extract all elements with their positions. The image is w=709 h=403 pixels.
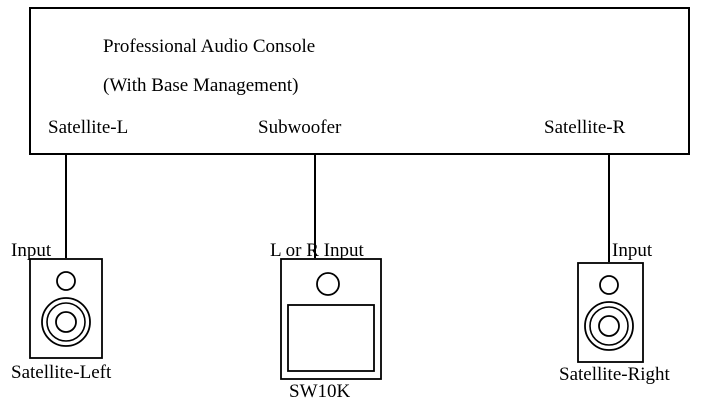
console-title: Professional Audio Console [103,36,315,57]
console-output-sub-label: Subwoofer [258,117,342,138]
console-box [29,7,690,155]
satellite-right-speaker-icon [577,262,644,363]
satellite-right-name: Satellite-Right [559,364,671,385]
left-input-label: Input [11,240,52,261]
subwoofer-speaker-icon [280,258,382,380]
subwoofer-name: SW10K [289,381,351,402]
satellite-left-name: Satellite-Left [11,362,112,383]
sub-input-label: L or R Input [270,240,364,261]
satellite-left-speaker-icon [29,258,103,359]
console-subtitle: (With Base Management) [103,75,299,96]
console-output-left-label: Satellite-L [48,117,128,138]
right-input-label: Input [612,240,653,261]
console-output-right-label: Satellite-R [544,117,626,138]
